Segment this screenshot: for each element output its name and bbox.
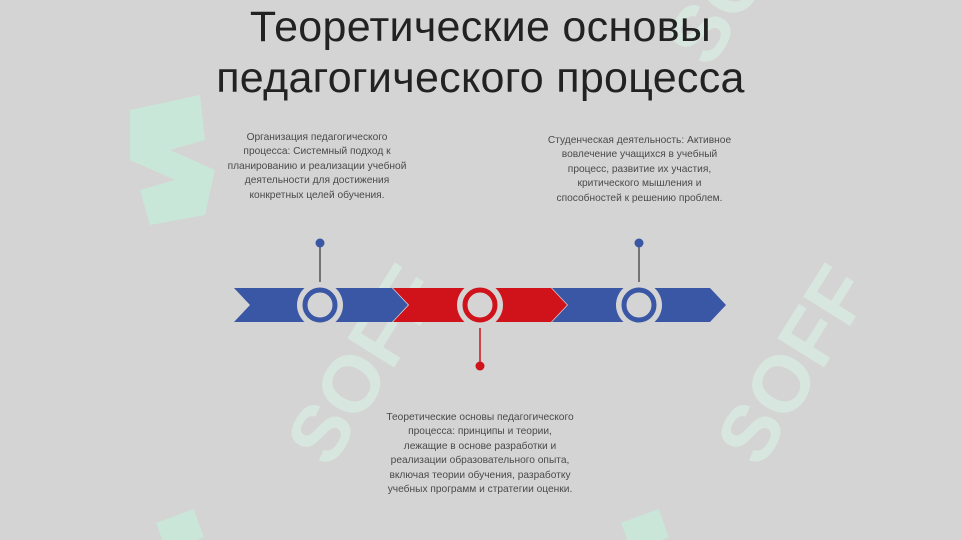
timeline-node-right	[616, 282, 662, 328]
connector-dot-center	[475, 361, 485, 371]
node-description-right: Студенческая деятельность: Активное вовл…	[547, 135, 732, 204]
node-ring	[302, 287, 338, 323]
slide-title-line-2: педагогического процесса	[216, 54, 745, 102]
slide-title-line-1: Теоретические основы	[249, 3, 712, 51]
timeline-node-left	[297, 282, 343, 328]
node-ring	[621, 287, 657, 323]
node-description-left: Организация педагогического процесса: Си…	[227, 132, 407, 201]
connector-dot-right	[634, 238, 644, 248]
connector-dot-left	[315, 238, 325, 248]
node-ring	[462, 287, 498, 323]
timeline-node-center	[457, 282, 503, 328]
node-description-center: Теоретические основы педагогического про…	[386, 412, 574, 496]
slide-title: Теоретические основы педагогического про…	[0, 2, 961, 104]
